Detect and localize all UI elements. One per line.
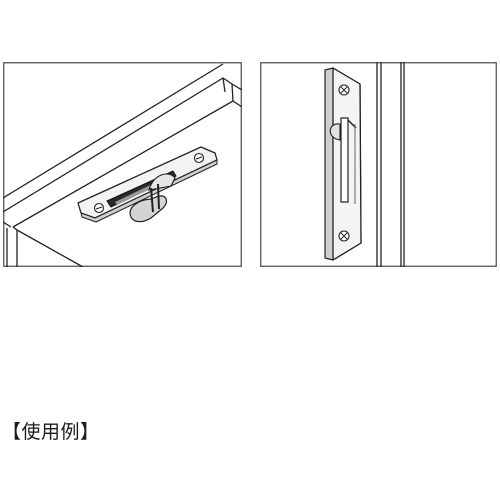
usage-example-caption: 【使用例】 [2, 421, 100, 443]
illustration-panel-install-view [3, 62, 242, 267]
flush-pull-plate [77, 146, 218, 223]
flush-pull-plate [324, 67, 362, 261]
illustration-door-edge-view [260, 62, 497, 267]
screw-icon [338, 230, 350, 242]
screw-icon [93, 202, 105, 214]
screw-icon [193, 152, 205, 164]
screw-icon [338, 84, 350, 96]
